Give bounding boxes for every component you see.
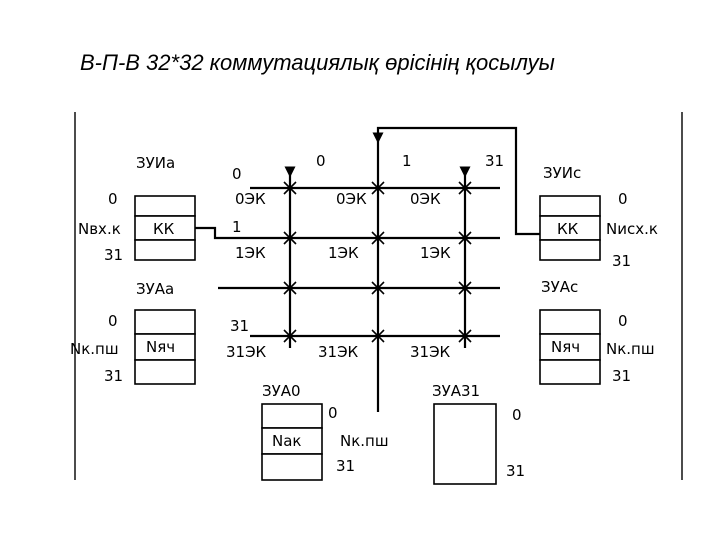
zuac-kpsh: Nк.пш xyxy=(606,340,655,358)
element-0-0: 0ЭК xyxy=(235,190,266,208)
zuac-index-0: 0 xyxy=(618,312,628,330)
connector-to-zuic xyxy=(376,126,540,236)
zuaa-kpsh: Nк.пш xyxy=(70,340,119,358)
zuaa-index-31: 31 xyxy=(104,367,123,385)
zuia-block xyxy=(134,195,196,261)
column-label-31: 31 xyxy=(485,152,504,170)
zuic-label: ЗУИс xyxy=(543,164,581,182)
crosspoint-markers xyxy=(283,181,472,343)
zuac-nyach: Nяч xyxy=(551,338,580,356)
element-1-0: 1ЭК xyxy=(235,244,266,262)
zuic-index-0: 0 xyxy=(618,190,628,208)
zuia-label: ЗУИа xyxy=(136,154,175,172)
row-label-31: 31 xyxy=(230,317,249,335)
zuic-block xyxy=(539,195,601,261)
zua0-block xyxy=(261,403,323,481)
zuac-block xyxy=(539,309,601,385)
zua31-label: ЗУА31 xyxy=(432,382,480,400)
column-label-0: 0 xyxy=(316,152,326,170)
zuaa-nyach: Nяч xyxy=(146,338,175,356)
zuia-input-channel: Nвх.к xyxy=(78,220,121,238)
zuic-output-channel: Nисх.к xyxy=(606,220,658,238)
zua0-index-0: 0 xyxy=(328,404,338,422)
zuic-kk: КК xyxy=(557,220,579,238)
zuic-index-31: 31 xyxy=(612,252,631,270)
element-31-0: 31ЭК xyxy=(226,343,267,361)
zua31-index-31: 31 xyxy=(506,462,525,480)
element-1-1: 1ЭК xyxy=(328,244,359,262)
grid-row-1 xyxy=(195,226,500,240)
zua0-label: ЗУА0 xyxy=(262,382,301,400)
row-label-1: 1 xyxy=(232,218,242,236)
zua31-block xyxy=(433,403,497,485)
zua0-kpsh: Nк.пш xyxy=(340,432,389,450)
zuaa-block xyxy=(134,309,196,385)
zua0-nak: Nак xyxy=(272,432,301,450)
zuaa-index-0: 0 xyxy=(108,312,118,330)
zuaa-label: ЗУАа xyxy=(136,280,174,298)
zuac-label: ЗУАс xyxy=(541,278,578,296)
zua0-index-31: 31 xyxy=(336,457,355,475)
element-1-31: 1ЭК xyxy=(420,244,451,262)
element-31-1: 31ЭК xyxy=(318,343,359,361)
element-0-31: 0ЭК xyxy=(410,190,441,208)
zuia-index-0: 0 xyxy=(108,190,118,208)
element-0-1: 0ЭК xyxy=(336,190,367,208)
zua31-index-0: 0 xyxy=(512,406,522,424)
zuia-kk: КК xyxy=(153,220,175,238)
row-label-0: 0 xyxy=(232,165,242,183)
zuia-index-31: 31 xyxy=(104,246,123,264)
element-31-31: 31ЭК xyxy=(410,343,451,361)
page-title: В-П-В 32*32 коммутациялық өрісінің қосыл… xyxy=(80,50,555,75)
zuac-index-31: 31 xyxy=(612,367,631,385)
column-label-1: 1 xyxy=(402,152,412,170)
